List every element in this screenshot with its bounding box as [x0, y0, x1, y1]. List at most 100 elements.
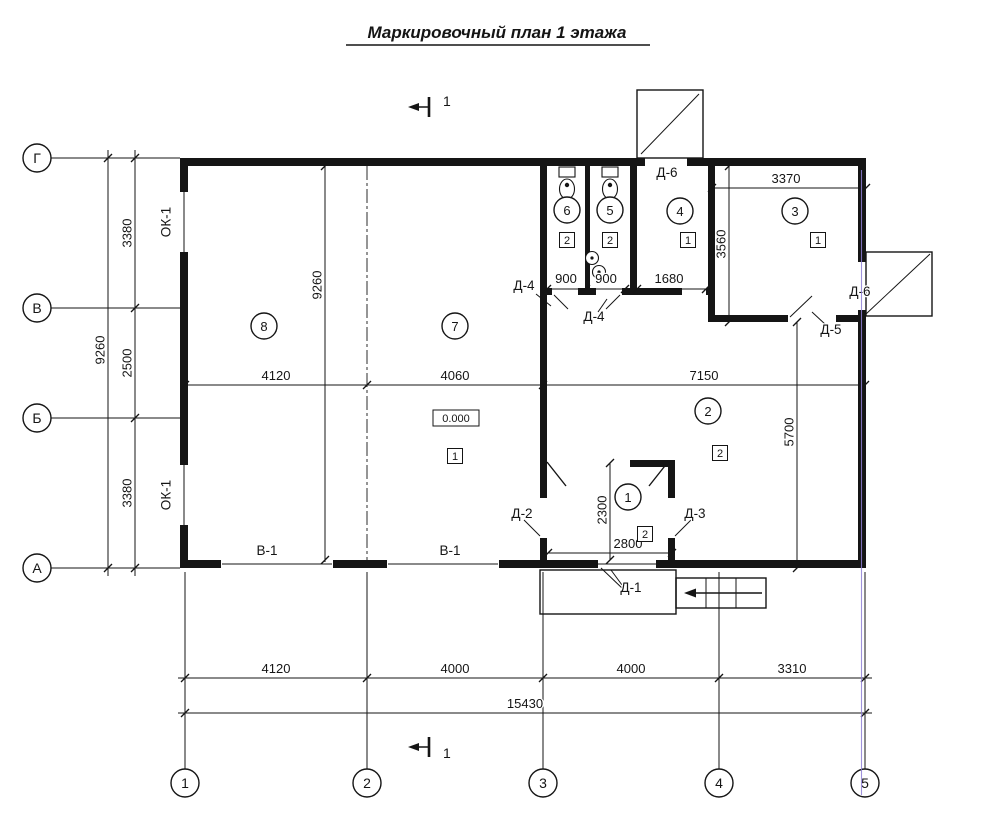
vestibule-splay-left [546, 461, 567, 487]
dim-inner-height: 9260 [310, 271, 325, 300]
toilet-bowl-left [558, 178, 576, 200]
wall-wc-bottom [540, 288, 715, 295]
wall-exterior-left [180, 158, 188, 568]
axis-circle-4 [704, 768, 734, 798]
floor-mark-room3: 1 [815, 235, 821, 247]
floor-mark-room4: 1 [685, 235, 691, 247]
elevation-mark: 0.000 [432, 409, 480, 427]
section-number-top: 1 [443, 93, 451, 109]
leader-d1 [610, 569, 623, 586]
room-number-2: 2 [704, 404, 711, 419]
axis-circle-a [22, 553, 52, 583]
dim-vestibule-width: 2800 [614, 536, 643, 551]
section-mark-top: 1 [408, 92, 452, 117]
dim-chain-left: 9260 3380 2500 3380 [91, 150, 140, 576]
dim-chain-bottom: 4120 4000 4000 3310 15430 [178, 660, 872, 718]
door-d2-leaf [523, 519, 541, 537]
dim-left-seg3: 3380 [120, 479, 135, 508]
porches [539, 89, 933, 615]
window-label-ok1-upper: ОК-1 [159, 207, 174, 237]
steps-direction-arrow [684, 588, 696, 598]
room-circle-7 [441, 312, 469, 340]
dim-bottom-seg4: 3310 [778, 661, 807, 676]
porch-right-diagonal [865, 253, 931, 315]
wall-wc-partition [585, 166, 590, 288]
col-axes: 1 2 3 4 5 [170, 572, 880, 798]
section-number-bottom: 1 [443, 745, 451, 761]
entrance-steps [675, 577, 767, 609]
door-label-d5: Д-5 [820, 322, 841, 337]
interior-dimensions: 4120 4060 7150 9260 3370 3560 900 900 16… [180, 161, 871, 573]
row-axes: Г В Б А [22, 143, 180, 583]
section-arrow-bottom [408, 743, 419, 751]
room-circle-2 [694, 397, 722, 425]
dim-wc-b: 900 [595, 271, 617, 286]
room-number-7: 7 [451, 319, 458, 334]
axis-circle-g [22, 143, 52, 173]
room-number-4: 4 [676, 204, 683, 219]
door-d3-leaf [674, 519, 692, 537]
dim-mid-seg3: 7150 [690, 368, 719, 383]
axis-label-2: 2 [363, 775, 371, 791]
dim-mid-seg2: 4060 [441, 368, 470, 383]
dim-mid-seg1: 4120 [262, 368, 291, 383]
axis-label-3: 3 [539, 775, 547, 791]
axis-label-b: Б [32, 410, 41, 426]
dim-room3-width: 3370 [772, 171, 801, 186]
page-title: Маркировочный план 1 этажа [368, 23, 627, 42]
room-number-3: 3 [791, 204, 798, 219]
axis-label-v: В [32, 300, 41, 316]
room-circle-1 [614, 483, 642, 511]
wall-wc-room4 [630, 166, 637, 295]
floor-mark-room7-box [447, 448, 463, 464]
dim-wc-a: 900 [555, 271, 577, 286]
floor-mark-room7: 1 [452, 451, 458, 463]
floor-mark-room2-box [712, 445, 728, 461]
wall-vestibule-top [630, 460, 675, 467]
leader-d4a [535, 293, 552, 307]
door-label-d4-a: Д-4 [513, 278, 535, 293]
dim-bottom-total: 15430 [507, 696, 543, 711]
floor-type-marks: 2 2 1 1 1 2 2 [447, 232, 826, 542]
window-label-v1-right: В-1 [439, 543, 460, 558]
room-circle-4 [666, 197, 694, 225]
floor-mark-room4-box [680, 232, 696, 248]
room-circle-5 [596, 196, 624, 224]
axis-label-1: 1 [181, 775, 189, 791]
axis-circle-1 [170, 768, 200, 798]
door-d5-leaf [789, 295, 813, 318]
sanitary-fixtures [558, 166, 619, 280]
door-d1-leaf [600, 567, 624, 590]
porch-right [865, 251, 933, 317]
dim-left-seg2: 2500 [120, 349, 135, 378]
toilet-bowl-right [601, 178, 619, 200]
room-number-6: 6 [563, 203, 570, 218]
dim-left-total: 9260 [93, 336, 108, 365]
axis-label-a: А [32, 560, 42, 576]
window-label-ok1-lower: ОК-1 [159, 480, 174, 510]
axis-circle-3 [528, 768, 558, 798]
door-label-d3: Д-3 [684, 506, 705, 521]
leader-d5 [811, 311, 827, 326]
section-arrow-top [408, 103, 419, 111]
dim-room4-width: 1680 [655, 271, 684, 286]
door-d4b-leaf [605, 294, 621, 310]
axis-label-5: 5 [861, 775, 869, 791]
floor-mark-wc-left-box [559, 232, 575, 248]
dim-bottom-seg3: 4000 [617, 661, 646, 676]
floor-mark-room1-box [637, 526, 653, 542]
toilet-tank-left [558, 166, 576, 178]
axis-circle-5 [850, 768, 880, 798]
door-label-d6-right: Д-6 [849, 284, 870, 299]
wall-exterior-bottom [180, 560, 866, 568]
wall-room7-right [540, 166, 547, 560]
room-numbers: 8 7 6 5 4 3 2 1 [250, 196, 809, 511]
axis-circle-2 [352, 768, 382, 798]
room-number-5: 5 [606, 203, 613, 218]
leader-d4b [597, 298, 608, 313]
floor-mark-wc-right-box [602, 232, 618, 248]
room-number-1: 1 [624, 490, 631, 505]
porch-entrance [539, 569, 677, 615]
